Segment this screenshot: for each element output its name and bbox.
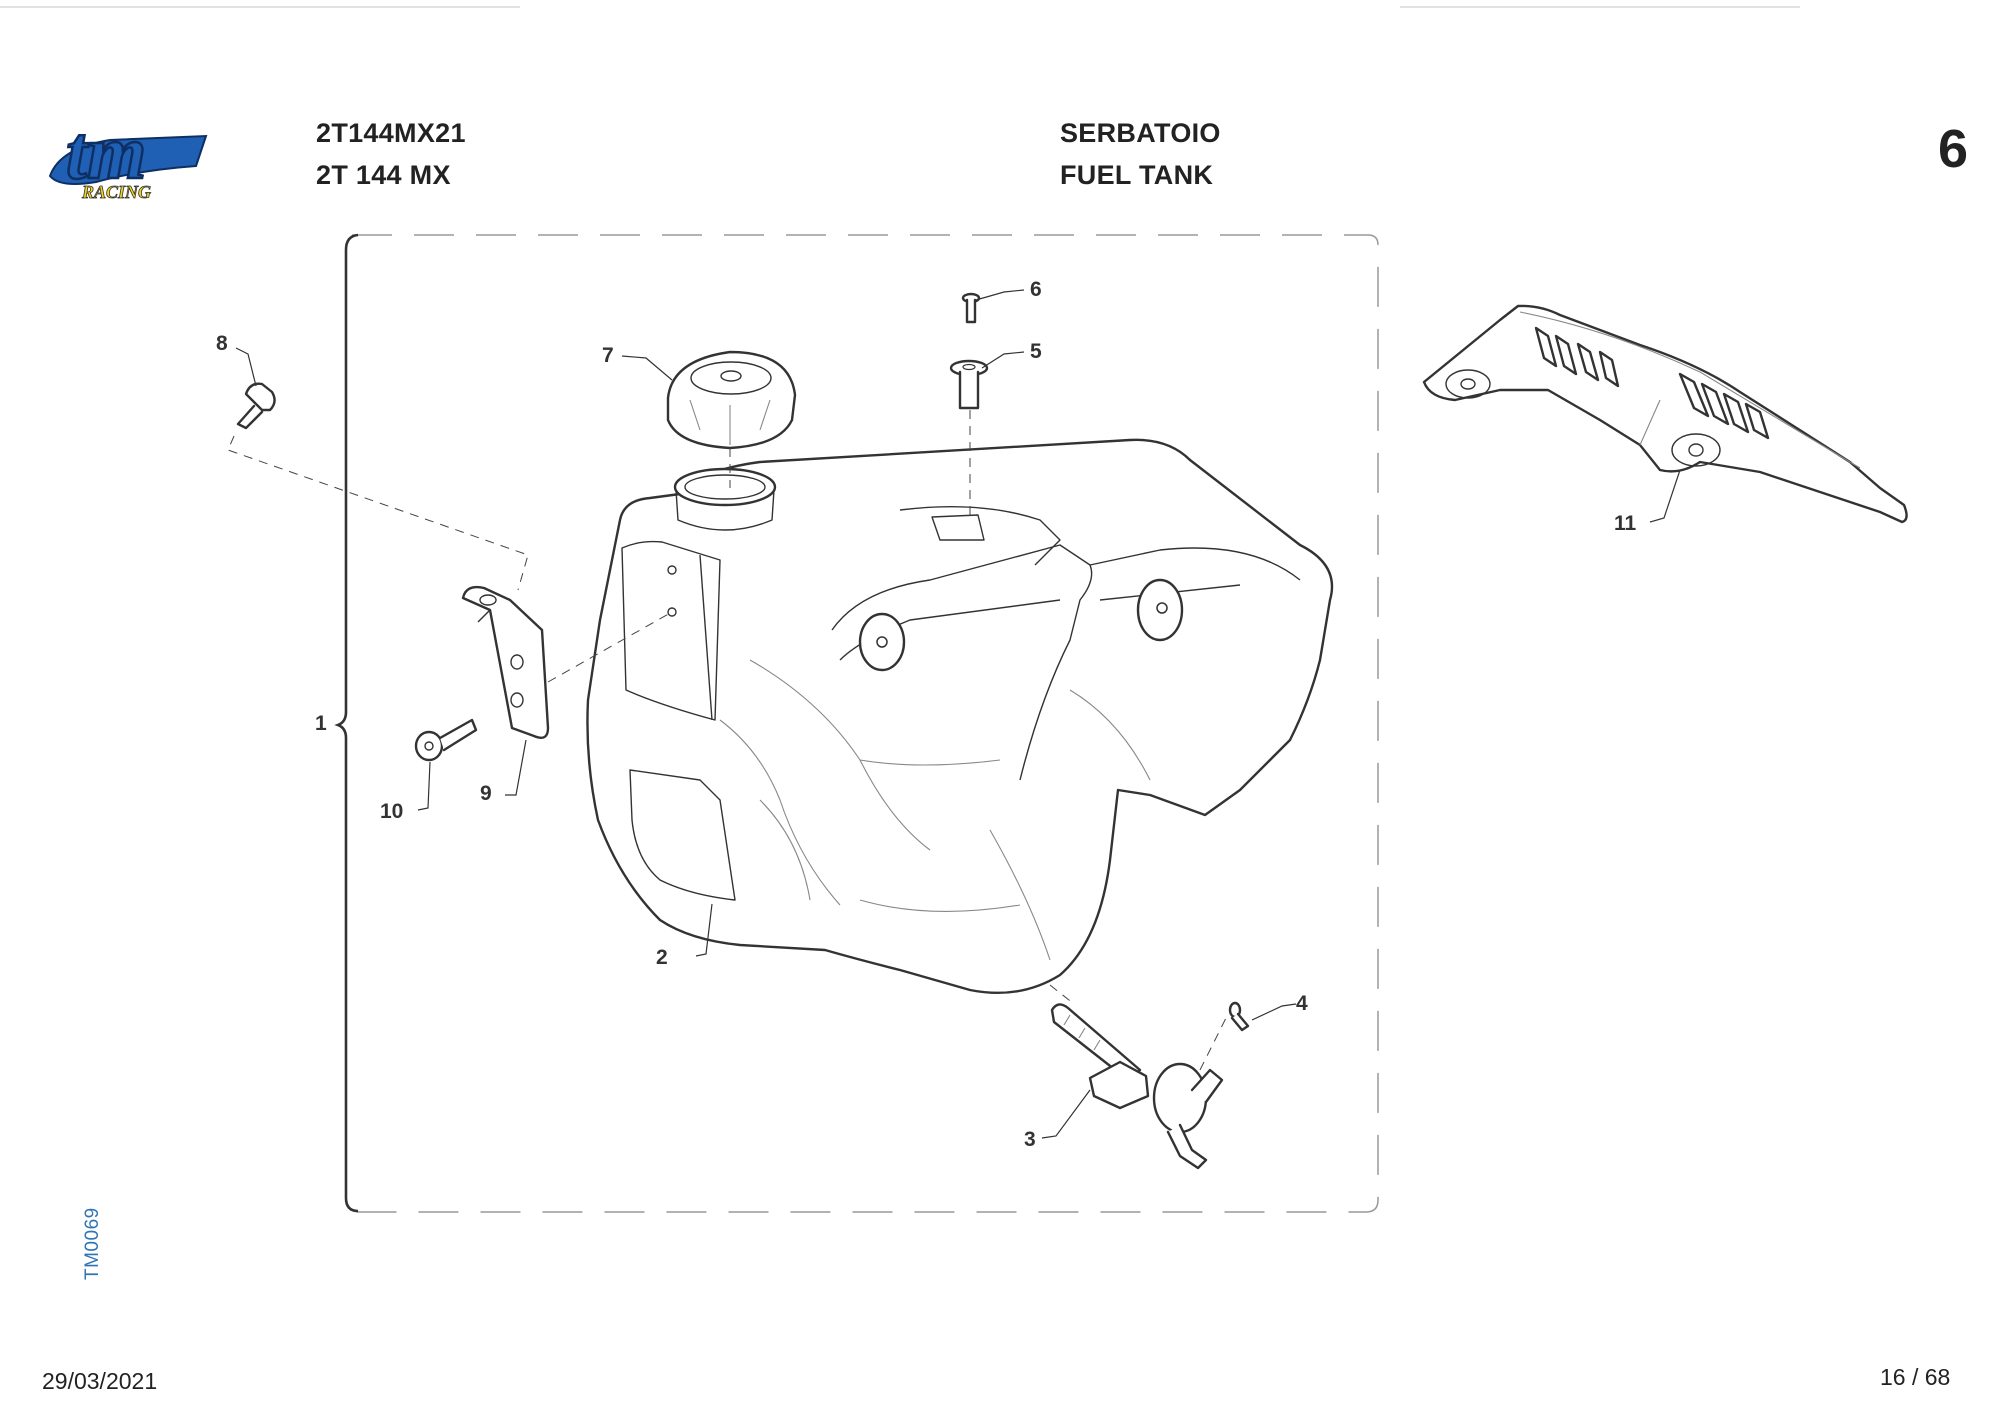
bolt-part-10 xyxy=(414,718,478,762)
section-title-it: SERBATOIO xyxy=(1060,118,1221,148)
callout-7: 7 xyxy=(602,344,614,367)
fuel-cap xyxy=(666,350,797,450)
side-cover-part-11 xyxy=(1422,304,1908,524)
callout-8: 8 xyxy=(216,332,228,355)
washer-part-5 xyxy=(949,359,989,410)
callout-2: 2 xyxy=(656,946,668,969)
model-code: 2T144MX21 xyxy=(316,118,466,148)
callout-5: 5 xyxy=(1030,340,1042,363)
callout-leaders xyxy=(235,289,1681,1139)
logo-swoosh xyxy=(48,134,208,185)
bolt-part-8 xyxy=(236,382,276,430)
callout-11: 11 xyxy=(1614,512,1637,535)
group-brace xyxy=(334,233,359,1213)
footer-page: 16 / 68 xyxy=(1880,1364,1951,1390)
fuel-tap-part-3 xyxy=(1050,1003,1224,1170)
logo-brand-text: tm xyxy=(66,111,146,195)
screw-part-6 xyxy=(961,292,981,324)
callout-6: 6 xyxy=(1030,278,1042,301)
callout-4: 4 xyxy=(1296,992,1308,1015)
callout-9: 9 xyxy=(480,782,492,805)
group-frame xyxy=(334,233,1379,1213)
callout-1: 1 xyxy=(315,712,327,735)
footer-date: 29/03/2021 xyxy=(42,1368,158,1394)
section-title-en: FUEL TANK xyxy=(1060,160,1214,190)
callout-labels: 1 2 3 4 5 6 7 8 9 10 11 xyxy=(216,278,1637,1151)
bracket-part-9 xyxy=(461,585,550,739)
callout-3: 3 xyxy=(1024,1128,1036,1151)
screw-part-4 xyxy=(1228,1001,1250,1032)
tm-racing-logo: tm RACING xyxy=(48,110,208,202)
logo-sub-text: RACING xyxy=(81,182,151,202)
callout-10: 10 xyxy=(380,800,403,823)
fuel-tank xyxy=(586,438,1334,995)
model-name: 2T 144 MX xyxy=(316,160,451,190)
table-number: 6 xyxy=(1938,119,1969,179)
assembly-lines xyxy=(227,410,1229,1071)
